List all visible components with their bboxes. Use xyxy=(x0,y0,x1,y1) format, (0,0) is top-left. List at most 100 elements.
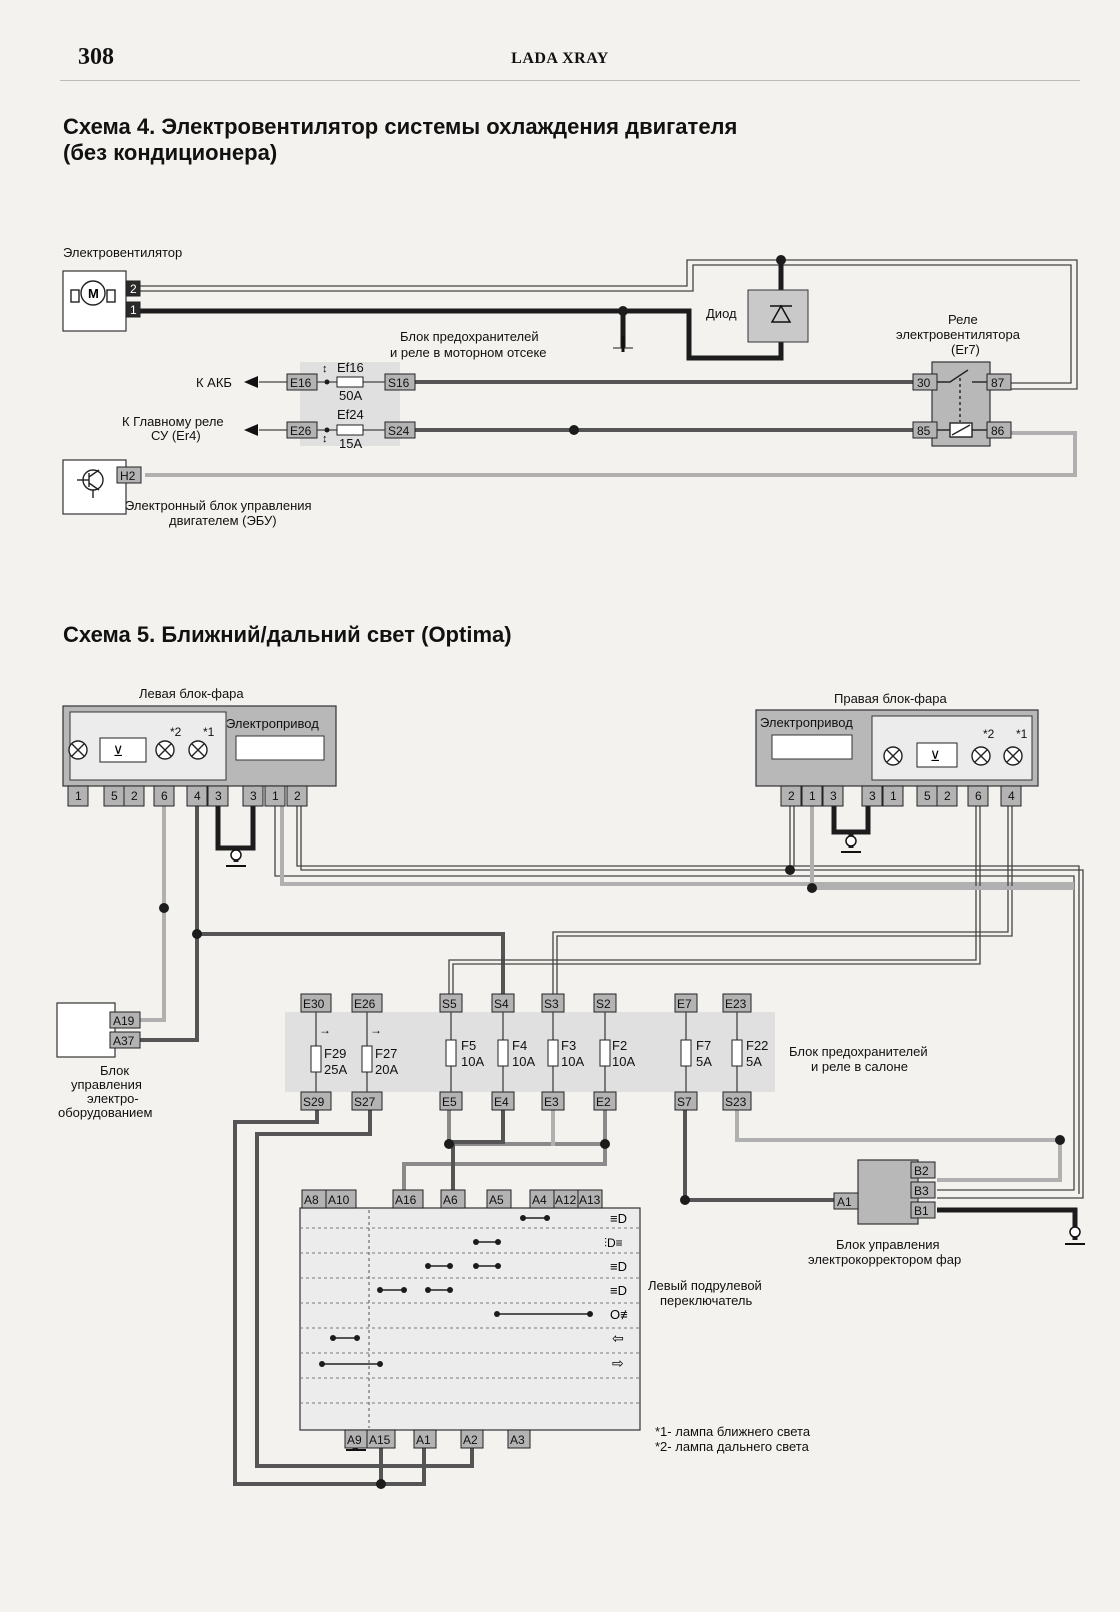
right-pin-6 xyxy=(967,785,989,807)
right-led-symbol-icon: ⊻ xyxy=(930,748,940,764)
left-act-pin-3-label: 3 xyxy=(250,789,257,803)
left-act-pin-3 xyxy=(242,785,264,807)
cabin-fuse-bottom-pins: S29 S27 E5 E4 E3 E2 S7 S23 xyxy=(300,1091,752,1111)
fan-pin-1-label: 1 xyxy=(130,303,137,317)
relay-label-line2: электровентилятора xyxy=(896,327,1021,342)
fuse-f4-rating: 10A xyxy=(512,1054,535,1069)
right-low-beam-cross xyxy=(1006,749,1020,763)
bcm-pin-a37-label: A37 xyxy=(113,1034,135,1048)
right-act-pin-1 xyxy=(801,785,823,807)
contact-1-a xyxy=(520,1215,526,1221)
right-pin-2-label: 2 xyxy=(944,789,951,803)
switch-pin-a10 xyxy=(325,1189,357,1209)
switch-pin-a9-label: A9 xyxy=(347,1433,362,1447)
junction-bottom xyxy=(376,1479,386,1489)
fuse-f27-icon xyxy=(361,1045,373,1073)
wire-right6-s5b xyxy=(452,806,981,994)
wire-e2-a16 xyxy=(402,1144,607,1190)
bcm-pin-a19 xyxy=(109,1011,141,1029)
pin-s29-label: S29 xyxy=(303,1095,325,1109)
pin-e5-label: E5 xyxy=(442,1095,457,1109)
left-act-pin-2-label: 2 xyxy=(294,789,301,803)
left-pin-1-label: 1 xyxy=(75,789,82,803)
high-beam-icon: ≡D xyxy=(610,1283,627,1298)
fuse-f7-name: F7 xyxy=(696,1038,711,1053)
fuse-f27-rating: 20A xyxy=(375,1062,398,1077)
right-lamp-icons: ⊻ xyxy=(883,742,1023,768)
right-act-pin-3 xyxy=(822,785,844,807)
wire-left-act3 xyxy=(280,806,1074,886)
pin-e4-label: E4 xyxy=(494,1095,509,1109)
fuse-f5-icon xyxy=(445,1039,457,1067)
fuse-f27-arrow-icon: → xyxy=(370,1023,382,1037)
relay-pin-30-label: 30 xyxy=(917,376,931,390)
left-actuator-label: Электропривод xyxy=(226,716,319,731)
right-pin-2 xyxy=(936,785,958,807)
switch-pin-a10-label: A10 xyxy=(328,1193,350,1207)
to-battery-label: К АКБ xyxy=(196,375,232,390)
switch-pin-a16 xyxy=(392,1189,424,1209)
low-beam-icon: ≡D xyxy=(610,1211,627,1226)
scheme5-title: Схема 5. Ближний/дальний свет (Optima) xyxy=(63,622,512,647)
corrector-pin-b2-label: B2 xyxy=(914,1164,929,1178)
bcm-pin-a19-label: A19 xyxy=(113,1014,135,1028)
ground-right-icon xyxy=(845,835,857,847)
cabin-fuse-top-pins: E30 E26 S5 S4 S3 S2 E7 E23 xyxy=(300,993,752,1013)
switch-rows xyxy=(300,1227,640,1404)
switch-pin-a6 xyxy=(440,1189,466,1209)
corrector-pin-b3-label: B3 xyxy=(914,1184,929,1198)
pin-s3-label: S3 xyxy=(544,997,559,1011)
pin-s16-label: S16 xyxy=(388,376,410,390)
motor-right-brush xyxy=(106,289,116,303)
left-pin-6-label: 6 xyxy=(161,789,168,803)
wire-right6-s5 xyxy=(448,806,977,994)
left-side-lamp-cross xyxy=(71,743,85,757)
switch-pin-a1 xyxy=(413,1429,437,1449)
junction-left6 xyxy=(159,903,169,913)
fuse-f3-name: F3 xyxy=(561,1038,576,1053)
fuse-ef24-arrow-icon: ↕ xyxy=(322,433,328,445)
note-high-beam: *2- лампа дальнего света xyxy=(655,1439,810,1454)
right-headlamp-label: Правая блок-фара xyxy=(834,691,947,706)
left-pin-2-label: 2 xyxy=(131,789,138,803)
bcm-label-line4: оборудованием xyxy=(58,1105,153,1120)
wire-left-act2b xyxy=(300,806,1084,1199)
pin-s24-label: S24 xyxy=(388,424,410,438)
pin-s27-label: S27 xyxy=(354,1095,376,1109)
contact-5-b xyxy=(587,1311,593,1317)
fan-label: Электровентилятор xyxy=(63,245,182,260)
left-lamp-mark-1: *1 xyxy=(203,725,215,739)
junction-right-act2 xyxy=(785,865,795,875)
fuse-ef24-icon xyxy=(336,424,364,436)
wire-left4-s4 xyxy=(197,932,505,994)
scheme4-title-line1: Схема 4. Электровентилятор системы охлаж… xyxy=(63,114,738,139)
pin-e7-label: E7 xyxy=(677,997,692,1011)
junction-ground xyxy=(618,306,628,316)
motor-icon xyxy=(80,280,106,306)
left-lamp-mark-2: *2 xyxy=(170,725,182,739)
corrector-pin-b1-label: B1 xyxy=(914,1204,929,1218)
contact-6-b xyxy=(354,1335,360,1341)
left-low-beam-cross xyxy=(191,743,205,757)
switch-pin-a2 xyxy=(460,1429,484,1449)
bcm-label-line3: электро- xyxy=(87,1091,139,1106)
fuse-f22-rating: 5A xyxy=(746,1054,762,1069)
junction-s7 xyxy=(680,1195,690,1205)
junction-s23 xyxy=(1055,1135,1065,1145)
ecu-label-line1: Электронный блок управления xyxy=(125,498,312,513)
contact-7-a xyxy=(319,1361,325,1367)
switch-bottom-pins: A9 A15 A1 A2 A3 xyxy=(344,1429,531,1449)
fuse-f3-icon xyxy=(547,1039,559,1067)
fuse-f4-name: F4 xyxy=(512,1038,527,1053)
wire-fan-pin2-to-relay87-inner xyxy=(137,264,1072,384)
pin-e26-label: E26 xyxy=(290,424,312,438)
switch-pin-a15-label: A15 xyxy=(369,1433,391,1447)
corrector-pin-b3 xyxy=(910,1181,936,1199)
junction-diode xyxy=(776,255,786,265)
pin-s5-label: S5 xyxy=(442,997,457,1011)
bcm-pin-a37 xyxy=(109,1031,141,1049)
wire-s7-corrector xyxy=(683,1106,840,1202)
bcm-box xyxy=(56,1002,116,1058)
junction-left4 xyxy=(192,929,202,939)
left-high-beam-cross xyxy=(158,743,172,757)
